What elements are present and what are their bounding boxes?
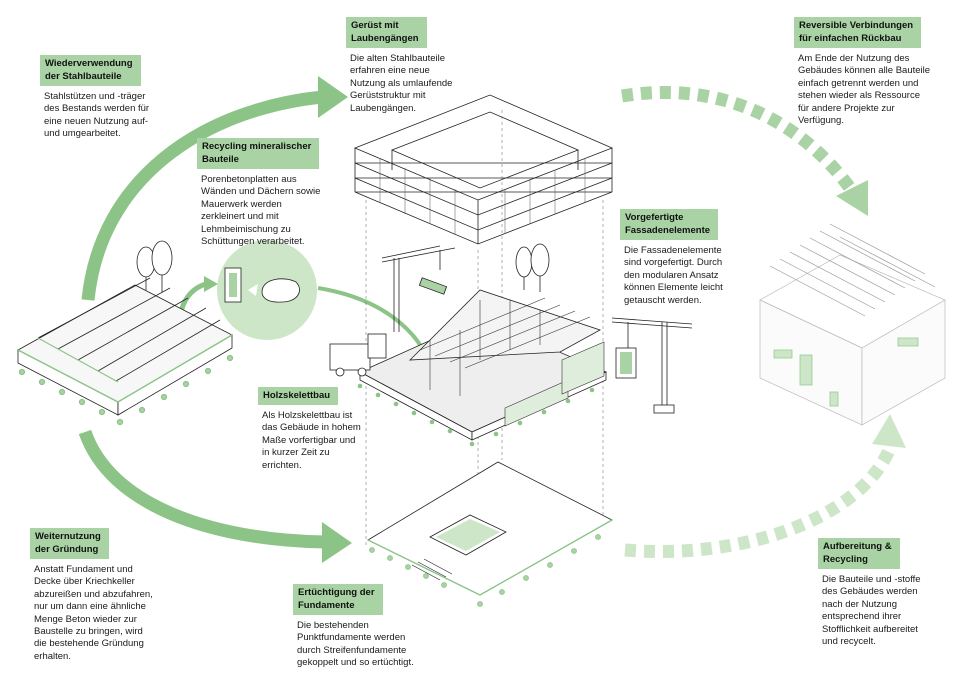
- deconstruction-illustration: [759, 223, 946, 426]
- label-fassade-title: Vorgefertigte Fassadenelemente: [620, 209, 719, 240]
- label-geruest: Gerüst mit Laubengängen Die alten Stahlb…: [346, 17, 466, 115]
- dashed-arrow-bottom: [624, 414, 906, 559]
- foundation-illustration: [367, 461, 613, 607]
- label-recycling-min: Recycling mineralischer Bauteile Porenbe…: [197, 138, 327, 248]
- label-fassade-text: Die Fassadenelemente sind vorgefertigt. …: [624, 245, 723, 306]
- label-aufbereitung-text: Die Bauteile und -stoffe des Gebäudes we…: [822, 574, 921, 648]
- label-stahl-title: Wiederverwendung der Stahlbauteile: [40, 55, 141, 86]
- arrow-to-foundation: [78, 429, 352, 563]
- scaffold-illustration: [353, 94, 614, 245]
- label-fundamente-title: Ertüchtigung der Fundamente: [293, 584, 383, 615]
- label-fassade: Vorgefertigte Fassadenelemente Die Fassa…: [620, 209, 740, 307]
- existing-hall-illustration: [17, 240, 234, 426]
- timber-frame-illustration: [329, 243, 693, 447]
- label-aufbereitung-title: Aufbereitung & Recycling: [818, 538, 900, 569]
- label-geruest-text: Die alten Stahlbauteile erfahren eine ne…: [350, 53, 453, 114]
- label-holz-text: Als Holzskelettbau ist das Gebäude in ho…: [262, 410, 361, 471]
- dashed-arrow-top: [620, 86, 868, 216]
- label-gruendung: Weiternutzung der Gründung Anstatt Funda…: [30, 528, 180, 663]
- label-reversibel-text: Am Ende der Nutzung des Gebäudes können …: [798, 53, 931, 127]
- label-aufbereitung: Aufbereitung & Recycling Die Bauteile un…: [818, 538, 948, 648]
- label-holz: Holzskelettbau Als Holzskelettbau ist da…: [258, 385, 368, 472]
- label-reversibel-title: Reversible Verbindungen für einfachen Rü…: [794, 17, 922, 48]
- recycling-circle-illustration: [217, 240, 317, 340]
- label-holz-title: Holzskelettbau: [258, 387, 339, 405]
- label-fundamente: Ertüchtigung der Fundamente Die bestehen…: [293, 584, 433, 670]
- label-gruendung-text: Anstatt Fundament und Decke über Kriechk…: [34, 564, 153, 662]
- label-geruest-title: Gerüst mit Laubengängen: [346, 17, 427, 48]
- label-recycling-min-title: Recycling mineralischer Bauteile: [197, 138, 320, 169]
- label-fundamente-text: Die bestehenden Punktfundamente werden d…: [297, 620, 414, 669]
- label-reversibel: Reversible Verbindungen für einfachen Rü…: [794, 17, 954, 127]
- arrow-to-scaffold: [81, 76, 348, 301]
- label-stahl-text: Stahlstützen und -träger des Bestands we…: [44, 91, 150, 140]
- label-recycling-min-text: Porenbetonplatten aus Wänden und Dächern…: [201, 174, 321, 248]
- label-stahl: Wiederverwendung der Stahlbauteile Stahl…: [40, 55, 190, 141]
- label-gruendung-title: Weiternutzung der Gründung: [30, 528, 109, 559]
